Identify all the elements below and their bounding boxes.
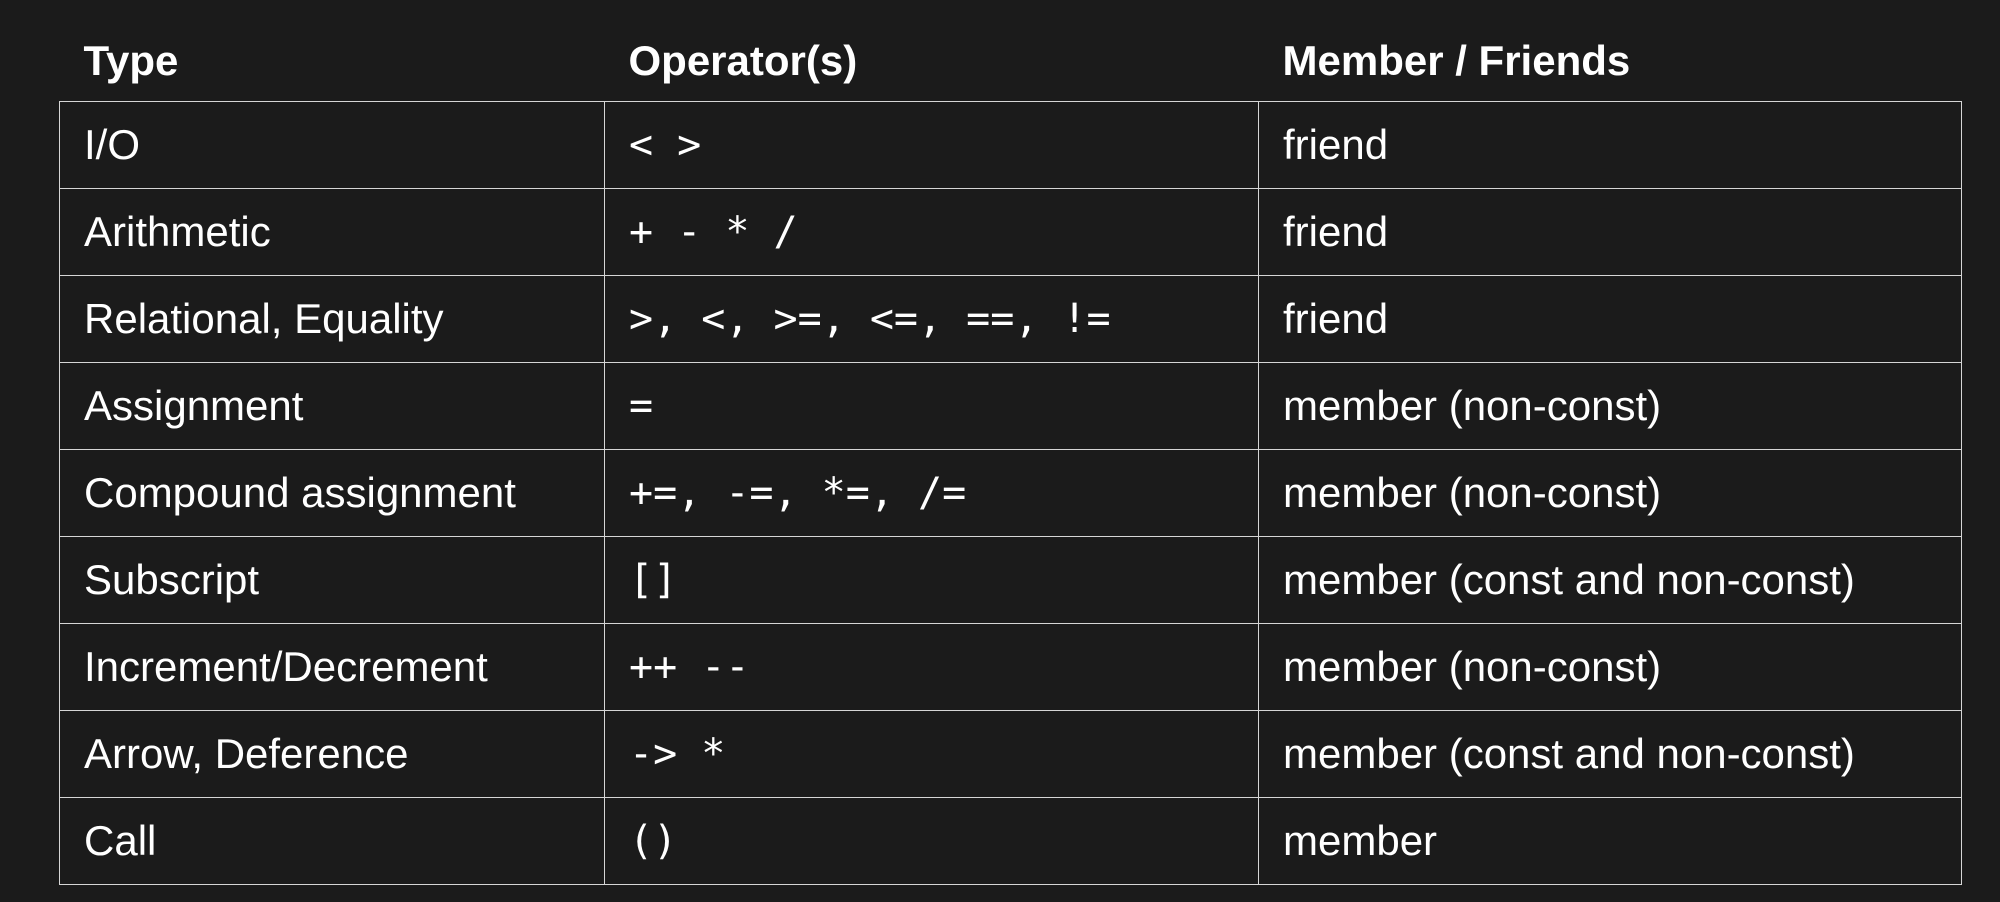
header-operators: Operator(s) [628, 36, 858, 84]
cell-operators: -> * [604, 710, 1259, 798]
operator-overloading-table: Type Operator(s) Member / Friends I/O < … [59, 20, 1962, 885]
table-body: I/O < > friend Arithmetic + - * / friend… [59, 101, 1962, 885]
cell-member: member (const and non-const) [1258, 536, 1962, 624]
table-row: Call () member [59, 797, 1962, 885]
cell-operators: < > [604, 101, 1259, 189]
cell-member: member (const and non-const) [1258, 710, 1962, 798]
table-row: Arrow, Deference -> * member (const and … [59, 710, 1962, 798]
cell-member: friend [1258, 188, 1962, 276]
header-member-friends: Member / Friends [1282, 36, 1631, 84]
cell-operators: ++ -- [604, 623, 1259, 711]
cell-type: I/O [59, 101, 605, 189]
operator-table-container: Type Operator(s) Member / Friends I/O < … [59, 20, 1962, 885]
cell-member: friend [1258, 101, 1962, 189]
table-row: Assignment = member (non-const) [59, 362, 1962, 450]
header-type: Type [83, 36, 179, 84]
table-row: Arithmetic + - * / friend [59, 188, 1962, 276]
cell-type: Relational, Equality [59, 275, 605, 363]
cell-operators: = [604, 362, 1259, 450]
header-row: Type Operator(s) Member / Friends [60, 20, 1962, 102]
cell-operators: + - * / [604, 188, 1259, 276]
cell-member: member (non-const) [1258, 362, 1962, 450]
cell-type: Compound assignment [59, 449, 605, 537]
table-row: Increment/Decrement ++ -- member (non-co… [59, 623, 1962, 711]
table-row: I/O < > friend [59, 101, 1962, 189]
cell-operators: () [604, 797, 1259, 885]
table-row: Compound assignment +=, -=, *=, /= membe… [59, 449, 1962, 537]
cell-member: friend [1258, 275, 1962, 363]
cell-member: member (non-const) [1258, 449, 1962, 537]
cell-type: Arrow, Deference [59, 710, 605, 798]
table-row: Relational, Equality >, <, >=, <=, ==, !… [59, 275, 1962, 363]
cell-type: Increment/Decrement [59, 623, 605, 711]
cell-type: Call [59, 797, 605, 885]
cell-operators: >, <, >=, <=, ==, != [604, 275, 1259, 363]
cell-type: Subscript [59, 536, 605, 624]
cell-member: member (non-const) [1258, 623, 1962, 711]
cell-type: Assignment [59, 362, 605, 450]
table-row: Subscript [] member (const and non-const… [59, 536, 1962, 624]
cell-operators: +=, -=, *=, /= [604, 449, 1259, 537]
cell-type: Arithmetic [59, 188, 605, 276]
table-header: Type Operator(s) Member / Friends [60, 20, 1962, 102]
cell-operators: [] [604, 536, 1259, 624]
cell-member: member [1258, 797, 1962, 885]
